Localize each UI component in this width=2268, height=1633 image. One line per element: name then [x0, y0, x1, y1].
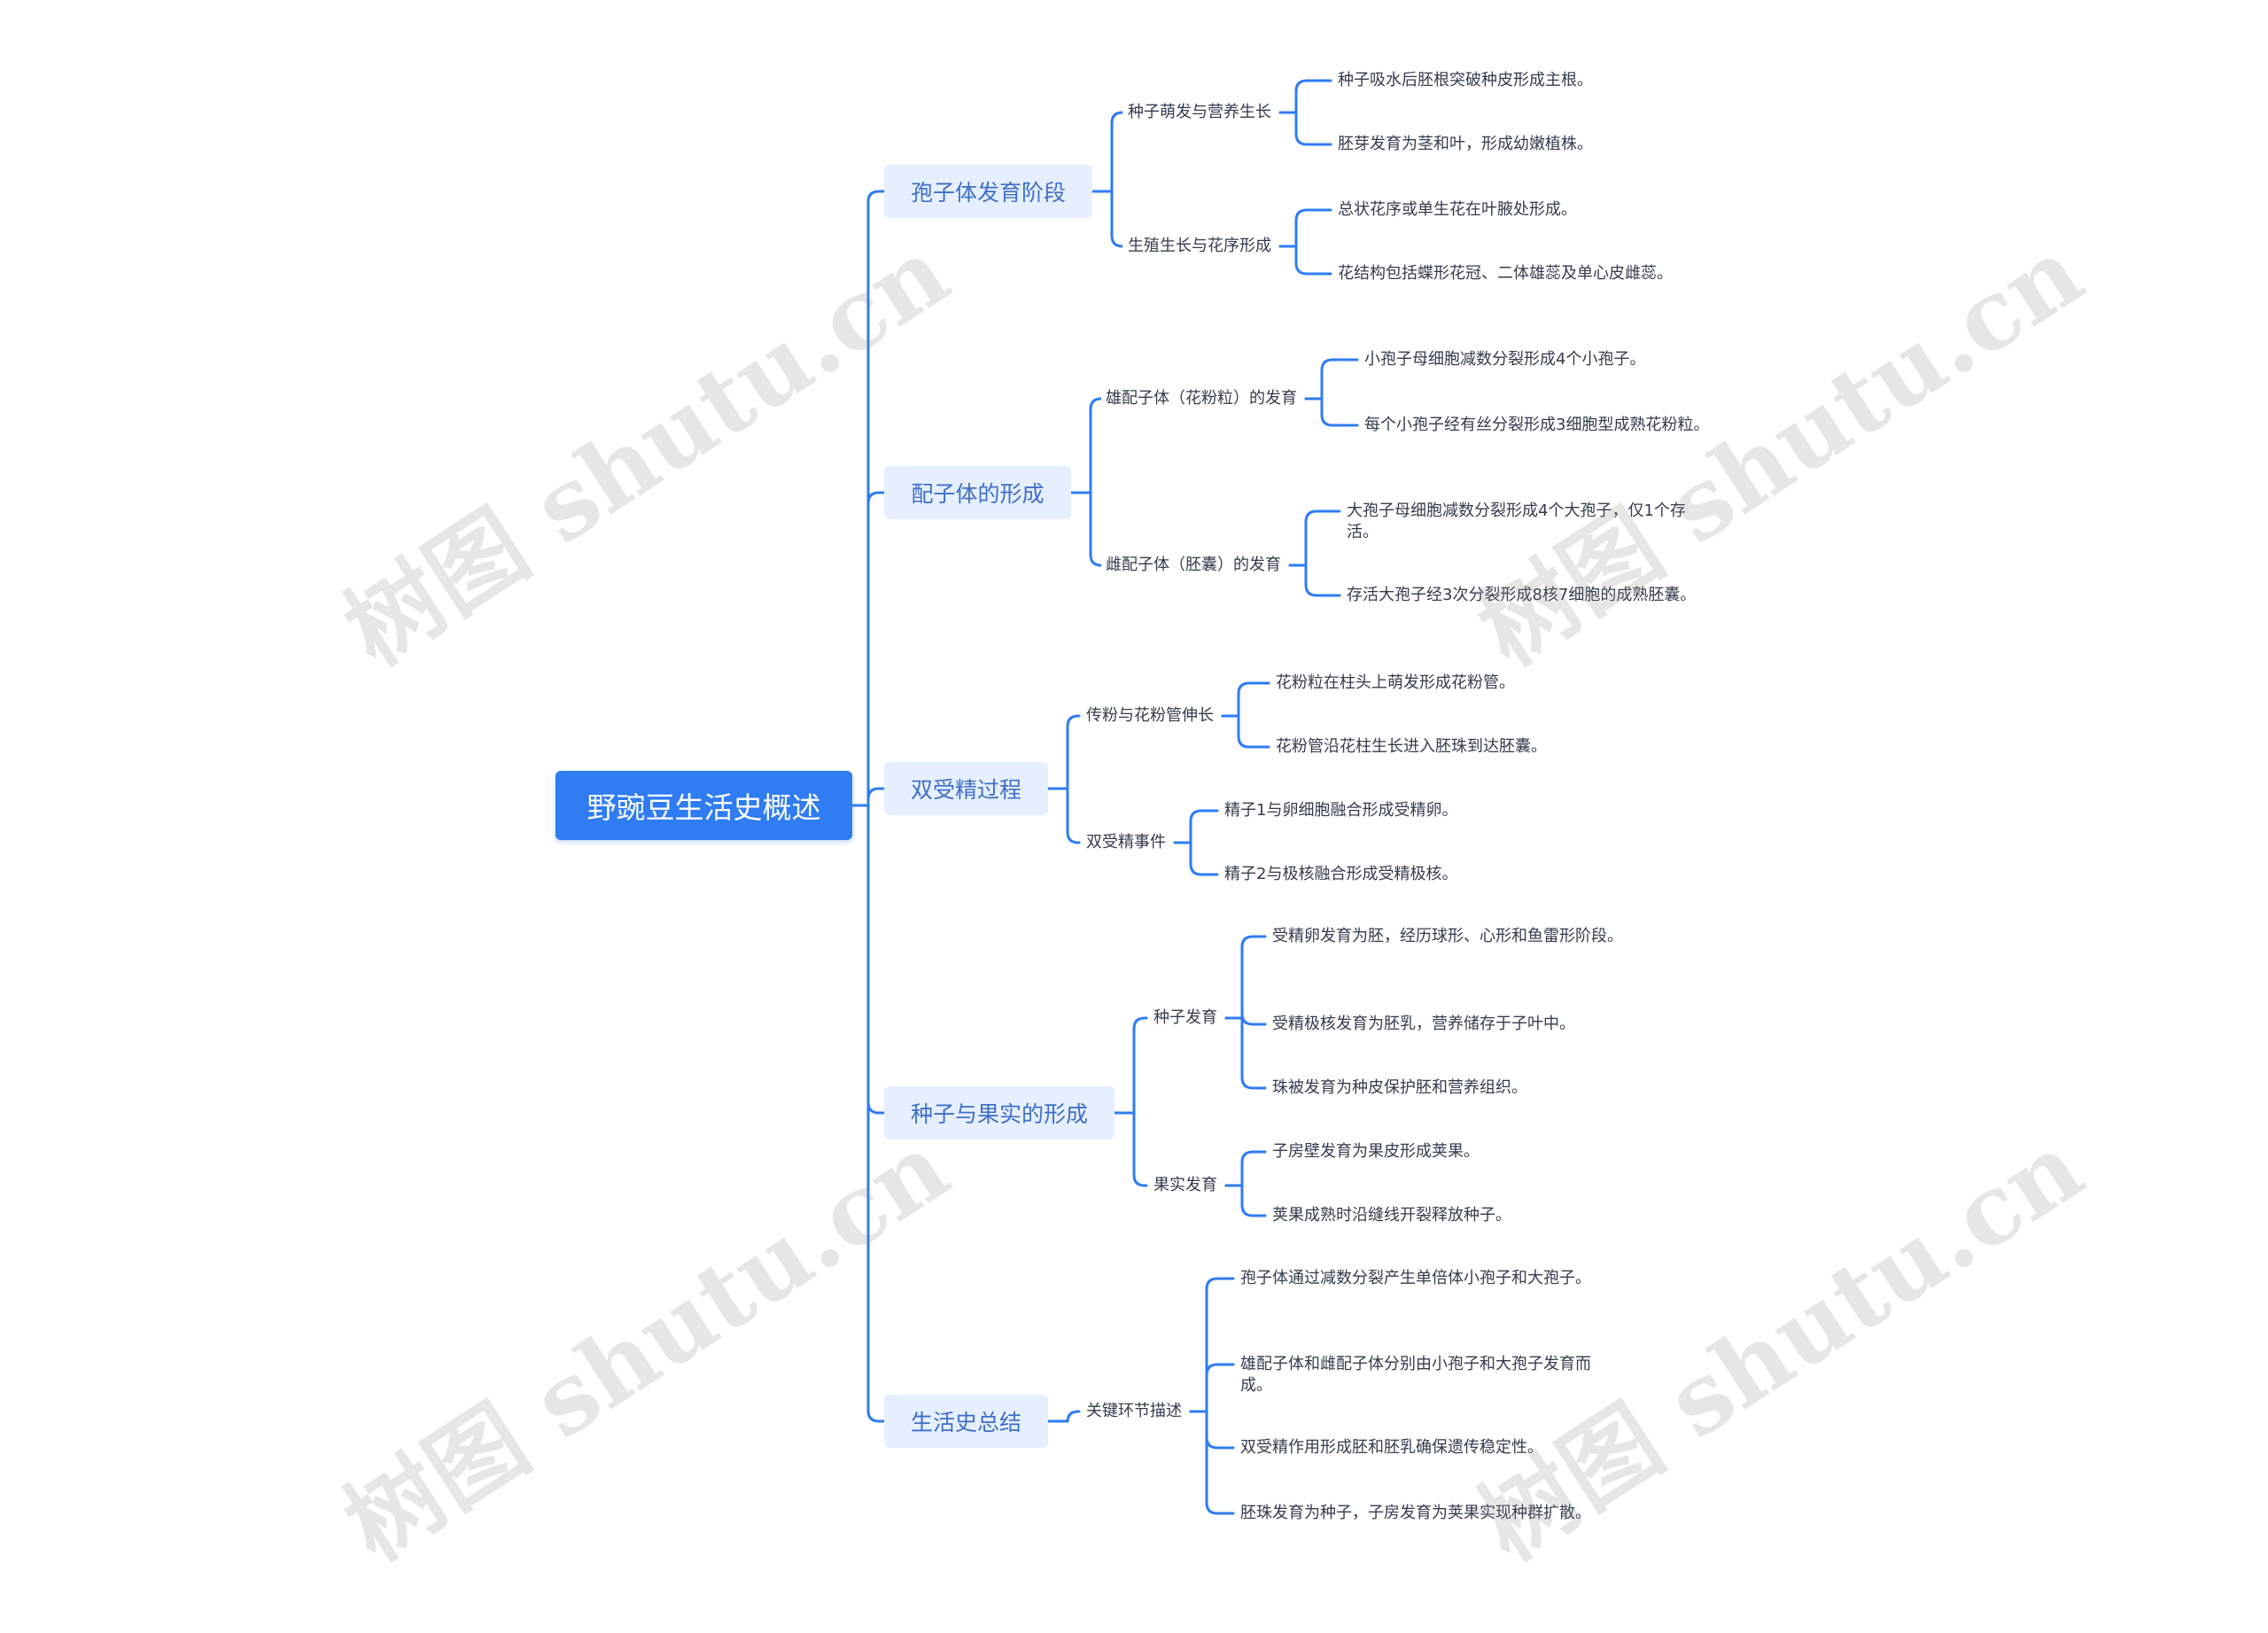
subtopic-to-leaf-line: [1189, 1410, 1235, 1515]
subtopic-to-leaf-line: [1189, 1277, 1235, 1413]
branch-to-subtopic-line: [1091, 111, 1123, 193]
subtopic-to-leaf-line: [1221, 681, 1270, 718]
leaf-text: 小孢子母细胞减数分裂形成4个小孢子。: [1364, 350, 1646, 369]
subtopic-to-leaf-line: [1189, 1363, 1235, 1413]
leaf-text: 荚果成熟时沿缝线开裂释放种子。: [1272, 1206, 1511, 1225]
branch-topic: 种子与果实的形成: [884, 1086, 1115, 1139]
leaf-text: 精子1与卵细胞融合形成受精卵。: [1224, 801, 1458, 820]
subtopic-label: 关键环节描述: [1086, 1402, 1182, 1420]
branch-topic: 配子体的形成: [884, 466, 1071, 519]
leaf-text: 每个小孢子经有丝分裂形成3细胞型成熟花粉粒。: [1364, 416, 1710, 434]
leaf-text: 花粉粒在柱头上萌发形成花粉管。: [1276, 673, 1515, 692]
root-topic: 野豌豆生活史概述: [555, 771, 852, 840]
subtopic-to-leaf-line: [1278, 245, 1332, 276]
branch-to-subtopic-line: [1113, 1016, 1148, 1115]
leaf-text: 花粉管沿花柱生长进入胚珠到达胚囊。: [1276, 737, 1547, 756]
subtopic-to-leaf-line: [1278, 79, 1332, 114]
subtopic-to-leaf-line: [1278, 111, 1332, 146]
subtopic-to-leaf-line: [1304, 397, 1359, 427]
branch-topic: 双受精过程: [884, 762, 1048, 815]
subtopic-to-leaf-line: [1224, 1016, 1267, 1090]
subtopic-to-leaf-line: [1224, 1150, 1267, 1187]
leaf-text: 大孢子母细胞减数分裂形成4个大孢子，仅1个存活。: [1347, 502, 1686, 541]
branch-to-subtopic-line: [1069, 491, 1102, 567]
leaf-text: 受精卵发育为胚，经历球形、心形和鱼雷形阶段。: [1272, 927, 1623, 945]
leaf-text: 精子2与极核融合形成受精极核。: [1224, 865, 1458, 883]
leaf-text: 胚珠发育为种子，子房发育为荚果实现种群扩散。: [1240, 1504, 1591, 1522]
subtopic-to-leaf-line: [1173, 841, 1219, 876]
branch-to-subtopic-line: [1069, 397, 1102, 494]
subtopic-label: 果实发育: [1153, 1176, 1217, 1194]
branch-to-subtopic-line: [1046, 1410, 1081, 1423]
branch-topic: 孢子体发育阶段: [884, 165, 1092, 218]
subtopic-to-leaf-line: [1224, 1184, 1267, 1217]
leaf-text: 总状花序或单生花在叶腋处形成。: [1338, 200, 1577, 219]
root-to-branch-line: [850, 804, 886, 1423]
subtopic-to-leaf-line: [1173, 809, 1219, 844]
leaf-text: 双受精作用形成胚和胚乳确保遗传稳定性。: [1240, 1438, 1543, 1457]
leaf-text: 孢子体通过减数分裂产生单倍体小孢子和大孢子。: [1240, 1269, 1591, 1287]
subtopic-to-leaf-line: [1189, 1410, 1235, 1450]
leaf-text: 种子吸水后胚根突破种皮形成主根。: [1338, 71, 1593, 89]
leaf-text: 珠被发育为种皮保护胚和营养组织。: [1272, 1078, 1527, 1097]
branch-to-subtopic-line: [1046, 787, 1081, 844]
subtopic-label: 种子发育: [1153, 1008, 1217, 1027]
leaf-text: 受精极核发育为胚乳，营养储存于子叶中。: [1272, 1015, 1575, 1033]
subtopic-label: 传粉与花粉管伸长: [1086, 706, 1214, 725]
leaf-text: 存活大孢子经3次分裂形成8核7细胞的成熟胚囊。: [1347, 586, 1697, 604]
leaf-text: 花结构包括蝶形花冠、二体雄蕊及单心皮雌蕊。: [1338, 264, 1673, 283]
leaf-text: 胚芽发育为茎和叶，形成幼嫩植株。: [1338, 135, 1593, 153]
subtopic-to-leaf-line: [1278, 208, 1332, 248]
subtopic-label: 雌配子体（胚囊）的发育: [1106, 556, 1281, 574]
subtopic-label: 种子萌发与营养生长: [1128, 103, 1271, 121]
subtopic-to-leaf-line: [1288, 564, 1341, 597]
branch-to-subtopic-line: [1046, 714, 1081, 790]
leaf-text: 雄配子体和雌配子体分别由小孢子和大孢子发育而成。: [1240, 1355, 1591, 1395]
subtopic-label: 双受精事件: [1086, 833, 1166, 851]
subtopic-to-leaf-line: [1224, 935, 1267, 1020]
subtopic-to-leaf-line: [1304, 358, 1359, 400]
subtopic-to-leaf-line: [1221, 714, 1270, 749]
branch-to-subtopic-line: [1091, 190, 1123, 248]
root-to-branch-line: [850, 491, 886, 807]
leaf-text: 子房壁发育为果皮形成荚果。: [1272, 1142, 1480, 1161]
branch-to-subtopic-line: [1113, 1111, 1148, 1187]
subtopic-label: 生殖生长与花序形成: [1128, 237, 1271, 255]
branch-topic: 生活史总结: [884, 1395, 1048, 1448]
subtopic-label: 雄配子体（花粉粒）的发育: [1106, 389, 1297, 408]
subtopic-to-leaf-line: [1288, 509, 1341, 567]
